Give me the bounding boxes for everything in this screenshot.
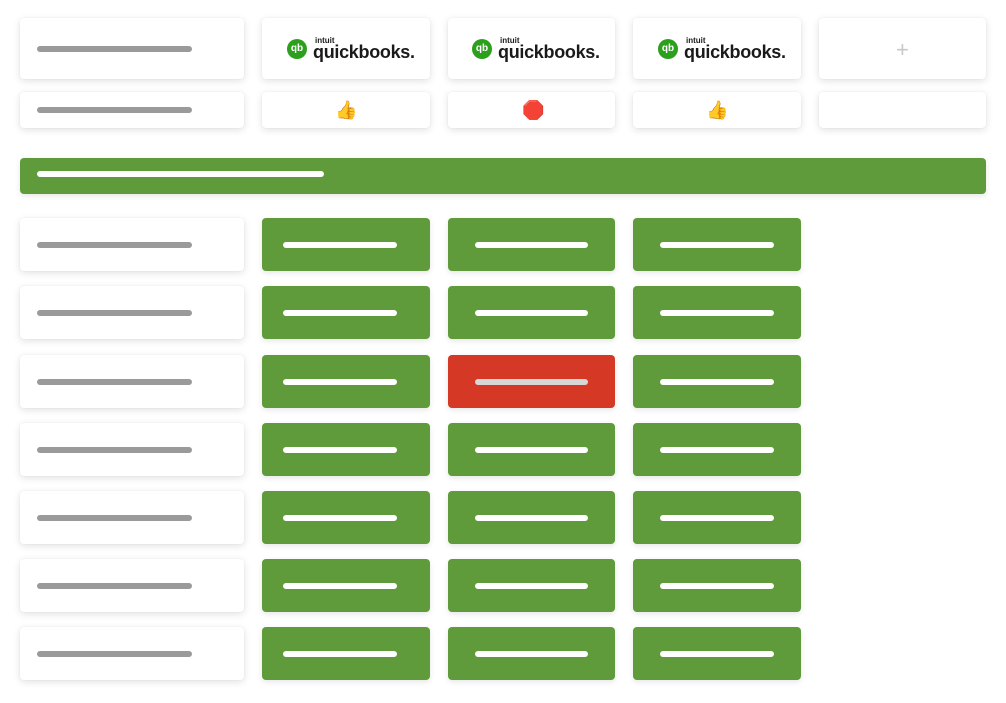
cell-placeholder — [660, 379, 774, 385]
label-placeholder — [37, 310, 192, 316]
logo-prefix: intuit — [500, 36, 520, 45]
status-label-card — [20, 92, 244, 128]
cell-placeholder — [660, 515, 774, 521]
feature-cell — [633, 286, 801, 339]
section-title-placeholder — [37, 171, 324, 177]
label-placeholder — [37, 447, 192, 453]
feature-label-card — [20, 491, 244, 544]
feature-label-card — [20, 423, 244, 476]
logo-prefix: intuit — [686, 36, 706, 45]
stop-sign-icon: 🛑 — [522, 100, 545, 120]
feature-cell — [448, 286, 615, 339]
thumbs-up-icon: 👍 — [335, 100, 358, 120]
feature-cell — [262, 559, 430, 612]
plus-icon: + — [896, 37, 909, 62]
quickbooks-logo-3: qb intuit quickbooks. — [658, 37, 786, 61]
cell-placeholder — [660, 310, 774, 316]
feature-label-card — [20, 627, 244, 680]
status-card-2: 🛑 — [448, 92, 615, 128]
feature-cell — [448, 423, 615, 476]
status-card-add — [819, 92, 986, 128]
label-placeholder — [37, 651, 192, 657]
feature-cell — [262, 423, 430, 476]
feature-cell — [633, 627, 801, 680]
cell-placeholder — [660, 242, 774, 248]
feature-cell — [448, 627, 615, 680]
feature-cell — [262, 218, 430, 271]
cell-placeholder — [283, 447, 397, 453]
feature-label-card — [20, 355, 244, 408]
feature-cell — [448, 491, 615, 544]
cell-placeholder — [475, 651, 588, 657]
logo-name: quickbooks. — [498, 42, 600, 62]
cell-placeholder — [660, 447, 774, 453]
label-placeholder — [37, 242, 192, 248]
feature-cell — [633, 559, 801, 612]
cell-placeholder — [660, 583, 774, 589]
add-column-card[interactable]: + — [819, 18, 986, 79]
logo-prefix: intuit — [315, 36, 335, 45]
label-placeholder — [37, 107, 192, 113]
feature-cell — [633, 218, 801, 271]
cell-placeholder — [475, 515, 588, 521]
quickbooks-logo-2: qb intuit quickbooks. — [472, 37, 600, 61]
cell-placeholder — [283, 242, 397, 248]
feature-label-card — [20, 218, 244, 271]
label-placeholder — [37, 583, 192, 589]
cell-placeholder — [283, 515, 397, 521]
cell-placeholder — [283, 651, 397, 657]
feature-label-card — [20, 286, 244, 339]
logo-name: quickbooks. — [313, 42, 415, 62]
cell-placeholder — [475, 583, 588, 589]
status-card-3: 👍 — [633, 92, 801, 128]
feature-cell — [633, 491, 801, 544]
cell-placeholder — [283, 310, 397, 316]
cell-placeholder — [475, 310, 588, 316]
label-placeholder — [37, 515, 192, 521]
feature-cell — [262, 627, 430, 680]
feature-cell — [633, 355, 801, 408]
feature-cell — [262, 286, 430, 339]
quickbooks-logo-icon: qb — [472, 39, 492, 59]
status-card-1: 👍 — [262, 92, 430, 128]
quickbooks-logo-icon: qb — [287, 39, 307, 59]
product-card-3[interactable]: qb intuit quickbooks. — [633, 18, 801, 79]
quickbooks-logo-1: qb intuit quickbooks. — [287, 37, 415, 61]
feature-cell — [262, 491, 430, 544]
product-card-2[interactable]: qb intuit quickbooks. — [448, 18, 615, 79]
feature-cell — [633, 423, 801, 476]
thumbs-up-icon: 👍 — [706, 100, 729, 120]
section-banner — [20, 158, 986, 194]
cell-placeholder — [283, 583, 397, 589]
label-placeholder — [37, 46, 192, 52]
cell-placeholder — [475, 379, 588, 385]
feature-cell-missing — [448, 355, 615, 408]
feature-cell — [448, 218, 615, 271]
feature-cell — [262, 355, 430, 408]
product-card-1[interactable]: qb intuit quickbooks. — [262, 18, 430, 79]
feature-cell — [448, 559, 615, 612]
header-label-card — [20, 18, 244, 79]
cell-placeholder — [475, 242, 588, 248]
cell-placeholder — [660, 651, 774, 657]
label-placeholder — [37, 379, 192, 385]
cell-placeholder — [475, 447, 588, 453]
cell-placeholder — [283, 379, 397, 385]
feature-label-card — [20, 559, 244, 612]
quickbooks-logo-icon: qb — [658, 39, 678, 59]
logo-name: quickbooks. — [684, 42, 786, 62]
